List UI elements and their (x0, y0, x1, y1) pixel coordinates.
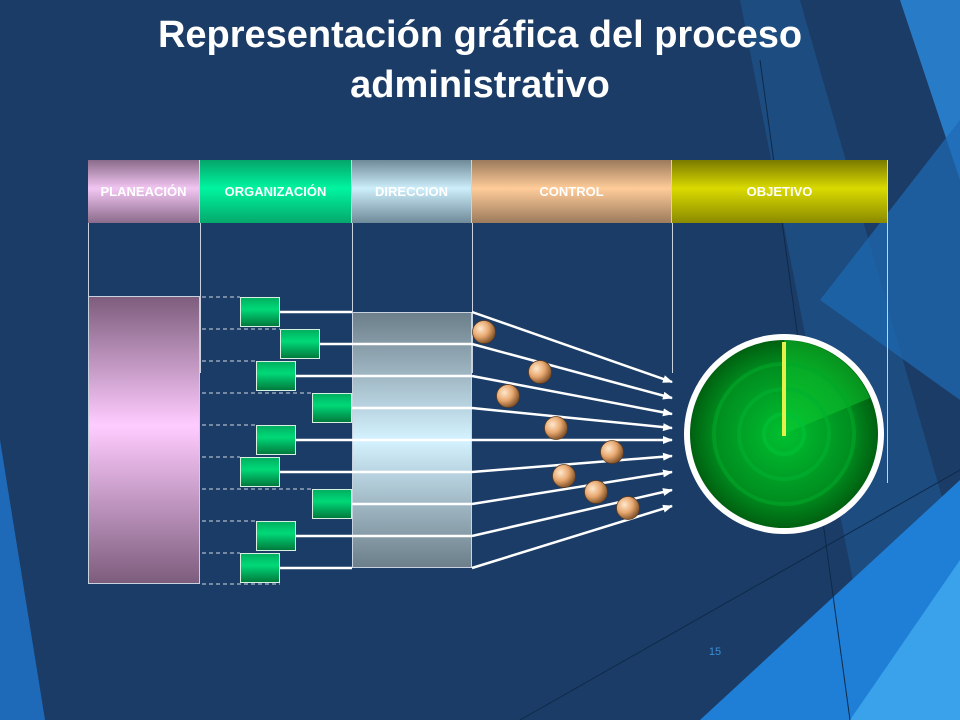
stage-planeacion: PLANEACIÓN (88, 160, 200, 223)
sphere-icon (528, 360, 552, 384)
stage-objetivo: OBJETIVO (672, 160, 888, 223)
page-number: 15 (708, 646, 722, 658)
organization-unit (240, 297, 280, 327)
radar-target-icon (684, 334, 884, 534)
organization-unit (312, 393, 352, 423)
organization-unit (280, 329, 320, 359)
stage-control: CONTROL (472, 160, 672, 223)
column-divider (200, 223, 201, 373)
sphere-icon (552, 464, 576, 488)
stage-organizacion: ORGANIZACIÓN (200, 160, 352, 223)
converging-arrows (471, 310, 673, 570)
sphere-icon (544, 416, 568, 440)
organization-unit (312, 489, 352, 519)
organization-unit (256, 521, 296, 551)
bg-shape-left (0, 440, 45, 720)
control-points (472, 320, 640, 520)
planeacion-block (88, 296, 200, 584)
organization-unit (240, 553, 280, 583)
column-divider (887, 223, 888, 483)
organization-unit (240, 457, 280, 487)
column-divider (672, 223, 673, 373)
direccion-stripes (352, 342, 472, 538)
column-divider (352, 223, 353, 373)
column-divider (472, 223, 473, 373)
organization-unit (256, 425, 296, 455)
slide-title: Representación gráfica del proceso admin… (157, 14, 803, 106)
bg-shape-right-mid (820, 120, 960, 400)
bg-shape-right-top (900, 0, 960, 180)
organization-unit (256, 361, 296, 391)
sphere-icon (472, 320, 496, 344)
sphere-icon (600, 440, 624, 464)
stage-direccion: DIRECCION (352, 160, 472, 223)
sphere-icon (616, 496, 640, 520)
bg-thin-line-2 (519, 469, 960, 720)
dashed-guides (202, 296, 312, 585)
sphere-icon (584, 480, 608, 504)
connector-lines (280, 310, 352, 570)
bg-shape-bottom-right-light (850, 560, 960, 720)
sphere-icon (496, 384, 520, 408)
